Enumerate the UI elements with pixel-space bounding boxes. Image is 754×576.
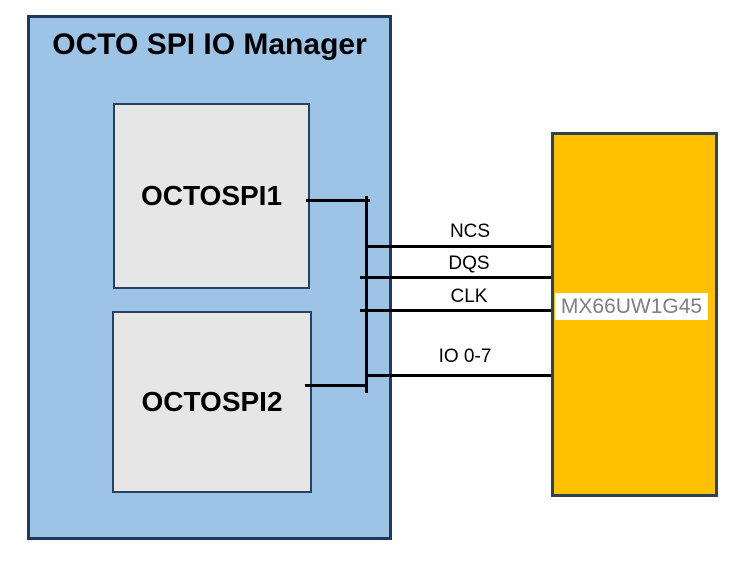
signal-label-ncs: NCS (449, 221, 491, 242)
manager-title: OCTO SPI IO Manager (52, 28, 367, 61)
octospi1-connector-line (306, 199, 370, 202)
signal-label-io0-7: IO 0-7 (438, 346, 492, 367)
octospi1-label: OCTOSPI1 (140, 180, 283, 211)
dqs-signal-line (360, 276, 551, 279)
memory-label: MX66UW1G45 (555, 293, 708, 320)
ncs-signal-line (365, 245, 553, 248)
signal-label-clk: CLK (450, 286, 488, 307)
octospi2-label: OCTOSPI2 (141, 386, 283, 417)
clk-signal-line (360, 309, 551, 312)
octospi1-block: OCTOSPI1 (113, 103, 310, 289)
octospi2-block: OCTOSPI2 (112, 311, 312, 493)
signal-label-dqs: DQS (448, 253, 490, 274)
shared-bus-line (365, 196, 368, 393)
octospi2-connector-line (305, 384, 368, 387)
octo-spi-io-manager-container: OCTO SPI IO Manager OCTOSPI1 OCTOSPI2 (27, 15, 392, 540)
io-signal-line (365, 374, 553, 377)
